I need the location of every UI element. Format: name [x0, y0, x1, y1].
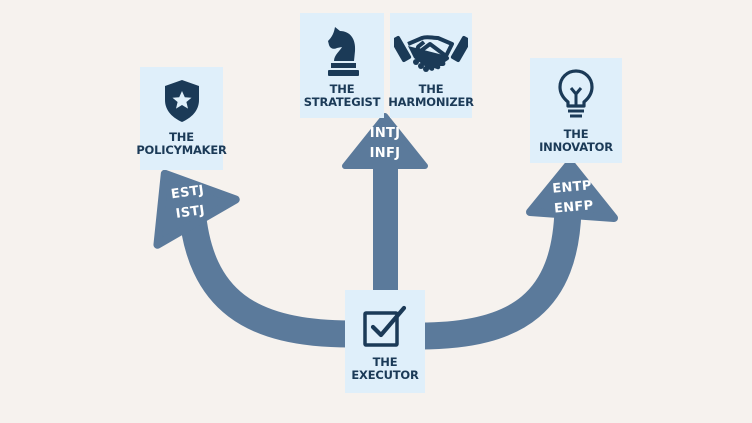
chess-knight-icon [322, 23, 362, 79]
policymaker-node: THE POLICYMAKER [136, 67, 227, 170]
center-arrowhead [342, 113, 428, 169]
title-line-1: THE [418, 82, 444, 96]
title-line-1: THE [169, 130, 194, 144]
right-arrowhead [526, 159, 618, 222]
harmonizer-node: THE HARMONIZER [388, 13, 474, 118]
center-arrow-label: INTJ INFJ [360, 124, 410, 164]
title-line-2: POLICYMAKER [136, 143, 227, 157]
policymaker-title: THE POLICYMAKER [136, 130, 227, 157]
center-arrow-shaft [373, 160, 398, 295]
title-line-2: INNOVATOR [539, 140, 613, 154]
shield-star-icon [162, 79, 202, 123]
right-arrow-label: ENTP ENFP [544, 176, 601, 221]
right-arrow-arc [419, 209, 582, 350]
left-arrow-label: ESTJ ISTJ [161, 180, 216, 227]
executor-title: THE EXECUTOR [351, 356, 418, 382]
strategist-title: THE STRATEGIST [304, 83, 381, 109]
title-line-2: STRATEGIST [303, 95, 381, 109]
center-arrow-type-2: INFJ [369, 146, 401, 161]
innovator-node: THE INNOVATOR [530, 58, 622, 163]
title-line-1: THE [372, 355, 398, 369]
executor-node: THE EXECUTOR [345, 290, 425, 393]
harmonizer-title: THE HARMONIZER [388, 83, 474, 109]
handshake-icon [394, 25, 468, 77]
left-arrow-arc [178, 208, 351, 348]
checkbox-checked-icon [362, 305, 408, 347]
innovator-title: THE INNOVATOR [539, 128, 613, 154]
lightbulb-icon [556, 68, 596, 122]
strategist-node: THE STRATEGIST [300, 13, 384, 118]
center-arrow-type-1: INTJ [369, 126, 401, 141]
title-line-2: EXECUTOR [351, 368, 419, 382]
title-line-1: THE [563, 127, 589, 141]
left-arrowhead [153, 169, 240, 249]
title-line-2: HARMONIZER [388, 95, 474, 109]
title-line-1: THE [329, 82, 355, 96]
